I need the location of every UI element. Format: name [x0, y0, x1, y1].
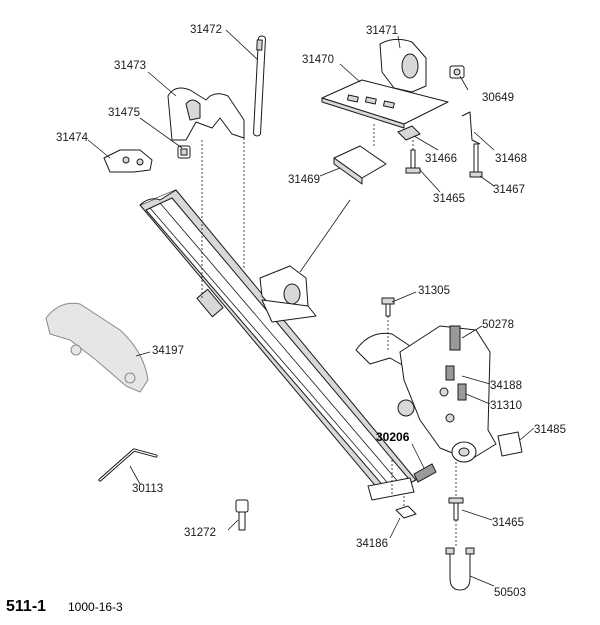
end-cap-part [103, 149, 153, 173]
mounting-plate-part [321, 79, 449, 129]
main-rail [139, 189, 417, 501]
part-label-31465-lower: 31465 [492, 517, 524, 529]
part-label-34197: 34197 [152, 345, 184, 357]
sliding-block-part [333, 145, 387, 185]
part-label-31471: 31471 [366, 25, 398, 37]
part-label-34186: 34186 [356, 538, 388, 550]
diagram-subtitle: 1000-16-3 [68, 600, 123, 614]
bolt-lower-part [448, 497, 464, 521]
part-label-31469: 31469 [288, 174, 320, 186]
rail-frame-holder [259, 265, 317, 323]
clamp-plate-part [395, 505, 417, 519]
part-label-31466: 31466 [425, 153, 457, 165]
part-label-50278: 50278 [482, 319, 514, 331]
strap-part [253, 35, 266, 137]
part-label-31473: 31473 [114, 60, 146, 72]
clamp-assembly [355, 325, 523, 463]
part-label-31468: 31468 [495, 153, 527, 165]
ghost-part [45, 302, 149, 393]
washer-part [397, 125, 421, 141]
leader-lines [87, 29, 535, 587]
bolt-31305-part [381, 297, 395, 317]
frame-holder-part [379, 38, 427, 93]
part-label-31305: 31305 [418, 285, 450, 297]
hex-key-part [98, 448, 158, 482]
part-label-31465-upper: 31465 [433, 193, 465, 205]
u-bolt-part [445, 547, 475, 591]
part-label-31472: 31472 [190, 24, 222, 36]
bolt-part [469, 143, 483, 178]
part-label-30113: 30113 [132, 483, 163, 495]
part-label-31310: 31310 [490, 400, 522, 412]
part-label-31272: 31272 [184, 527, 216, 539]
part-label-34188: 34188 [490, 380, 522, 392]
bracket-part [461, 111, 481, 145]
assembly-lines [201, 124, 457, 548]
part-label-30649: 30649 [482, 92, 514, 104]
key-part [235, 499, 249, 531]
part-label-31485: 31485 [534, 424, 566, 436]
wheel-holder-part [167, 87, 245, 141]
bolt-upper-part [405, 149, 421, 174]
part-label-30206: 30206 [376, 430, 410, 444]
part-label-31475: 31475 [108, 107, 140, 119]
diagram-title: 511-1 [6, 598, 46, 615]
part-label-31467: 31467 [493, 184, 525, 196]
part-labels: 31472 31471 31470 30649 31473 31475 3147… [56, 24, 566, 599]
part-label-31474: 31474 [56, 132, 89, 144]
clip-part [177, 145, 191, 159]
screw-part [413, 463, 437, 483]
part-label-31470: 31470 [302, 54, 334, 66]
part-label-50503: 50503 [494, 587, 526, 599]
nut-part [449, 65, 465, 79]
